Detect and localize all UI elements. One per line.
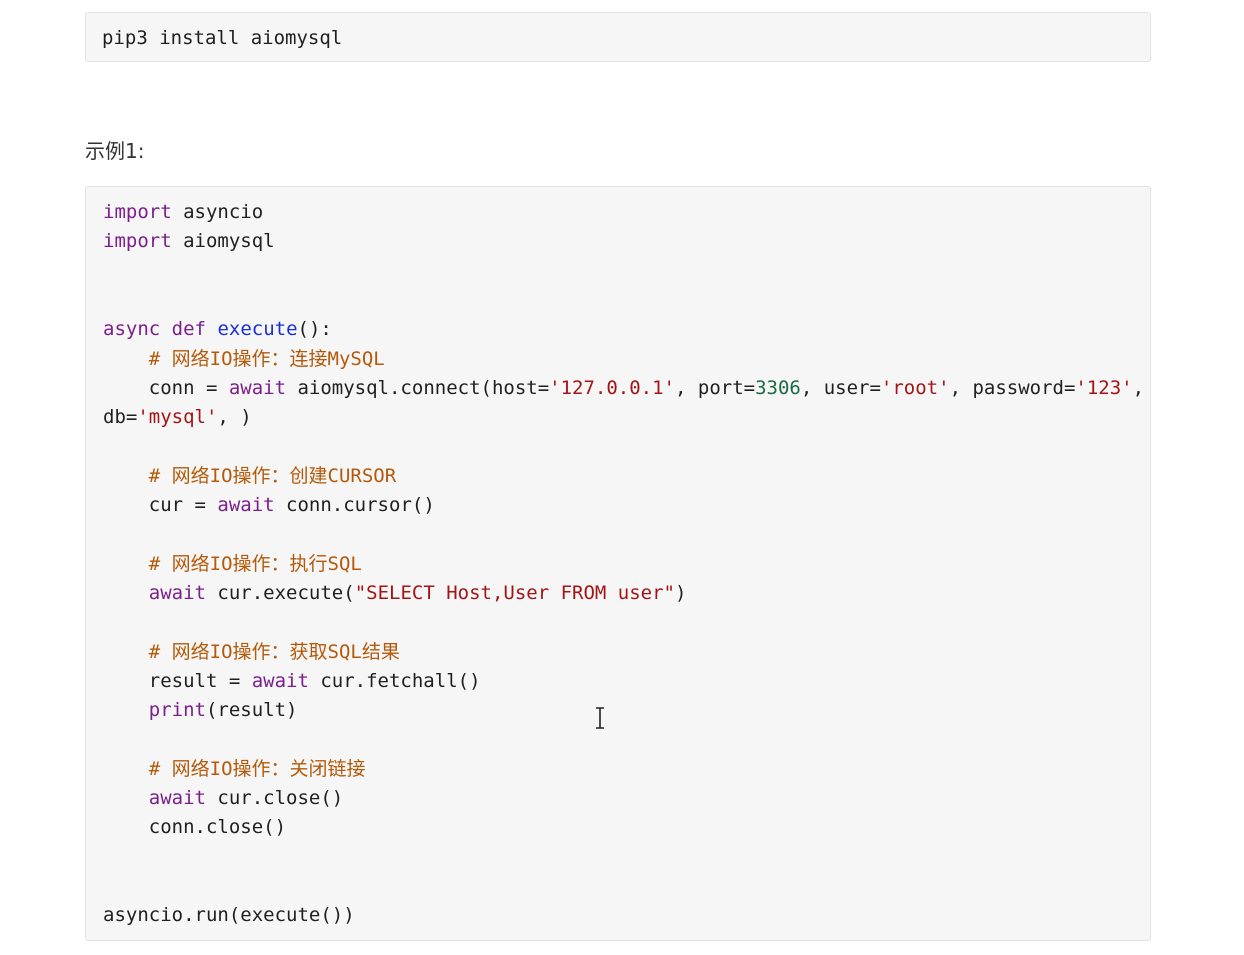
code-token: 'root' (880, 376, 950, 399)
code-line: conn.close() (103, 813, 286, 842)
code-token: await (251, 669, 309, 692)
code-token: await (228, 376, 287, 399)
code-token: await (148, 787, 206, 809)
example-heading: 示例1: (85, 139, 145, 163)
code-token: 'mysql' (137, 406, 218, 429)
code-token: # 网络IO操作：连接MySQL (148, 347, 385, 370)
code-token: conn.cursor() (274, 494, 435, 516)
code-token: db= (103, 406, 138, 429)
code-line: # 网络IO操作：连接MySQL (103, 345, 385, 374)
code-token: async (103, 318, 161, 341)
code-line: # 网络IO操作：创建CURSOR (103, 462, 396, 491)
code-token: 3306 (755, 376, 801, 399)
code-line: # 网络IO操作：获取SQL结果 (103, 638, 400, 667)
code-line: cur = await conn.cursor() (103, 491, 435, 520)
code-line: import asyncio (103, 198, 263, 227)
code-token: asyncio (171, 201, 264, 223)
code-token: , ) (217, 406, 252, 429)
code-token: def (171, 318, 206, 341)
code-token: import (103, 230, 172, 253)
code-line: import aiomysql (103, 227, 275, 256)
code-line: async def execute(): (103, 315, 332, 344)
code-token: , user= (800, 376, 881, 399)
code-line: # 网络IO操作：关闭链接 (103, 755, 366, 784)
code-token: # 网络IO操作：获取SQL结果 (148, 640, 400, 663)
code-token: # 网络IO操作：执行SQL (148, 552, 362, 575)
code-token: cur.fetchall() (308, 669, 481, 692)
code-token: execute (217, 318, 298, 341)
code-token: , port= (675, 376, 756, 399)
code-token: result = (148, 669, 252, 692)
code-token: "SELECT Host,User FROM user" (354, 581, 675, 604)
code-token: conn = (148, 376, 229, 399)
code-token (206, 318, 217, 340)
code-token: (result) (205, 699, 298, 722)
code-line: await cur.close() (103, 784, 343, 813)
code-line: asyncio.run(execute()) (103, 901, 355, 930)
code-token: await (148, 581, 206, 604)
code-line: result = await cur.fetchall() (103, 667, 481, 696)
code-line: db='mysql', ) (103, 403, 252, 432)
code-token: cur = (148, 494, 218, 516)
code-token: asyncio.run(execute()) (103, 904, 355, 927)
code-token: , (1132, 376, 1145, 399)
code-token: aiomysql (171, 230, 275, 253)
code-token: conn.close() (148, 816, 287, 839)
code-token: aiomysql.connect(host= (286, 376, 550, 399)
code-token: '123' (1075, 376, 1133, 399)
code-line: # 网络IO操作：执行SQL (103, 550, 362, 579)
install-command: pip3 install aiomysql (102, 27, 343, 49)
code-token: cur.execute( (205, 581, 355, 604)
code-token: print (148, 699, 206, 722)
code-token: (): (297, 318, 332, 341)
code-token: # 网络IO操作：关闭链接 (148, 757, 366, 780)
code-token: ) (674, 581, 687, 604)
code-line: print(result) (103, 696, 298, 725)
code-token: await (217, 494, 275, 516)
code-token: # 网络IO操作：创建CURSOR (148, 464, 397, 487)
install-code-block[interactable]: pip3 install aiomysql (85, 12, 1151, 62)
code-token: cur.close() (205, 787, 344, 809)
code-token: , password= (949, 376, 1076, 399)
code-token: '127.0.0.1' (549, 376, 675, 399)
code-token: import (103, 201, 172, 223)
text-cursor-icon (596, 707, 604, 729)
code-line: await cur.execute("SELECT Host,User FROM… (103, 579, 687, 608)
code-token (160, 318, 171, 340)
code-line: conn = await aiomysql.connect(host='127.… (103, 374, 1144, 403)
